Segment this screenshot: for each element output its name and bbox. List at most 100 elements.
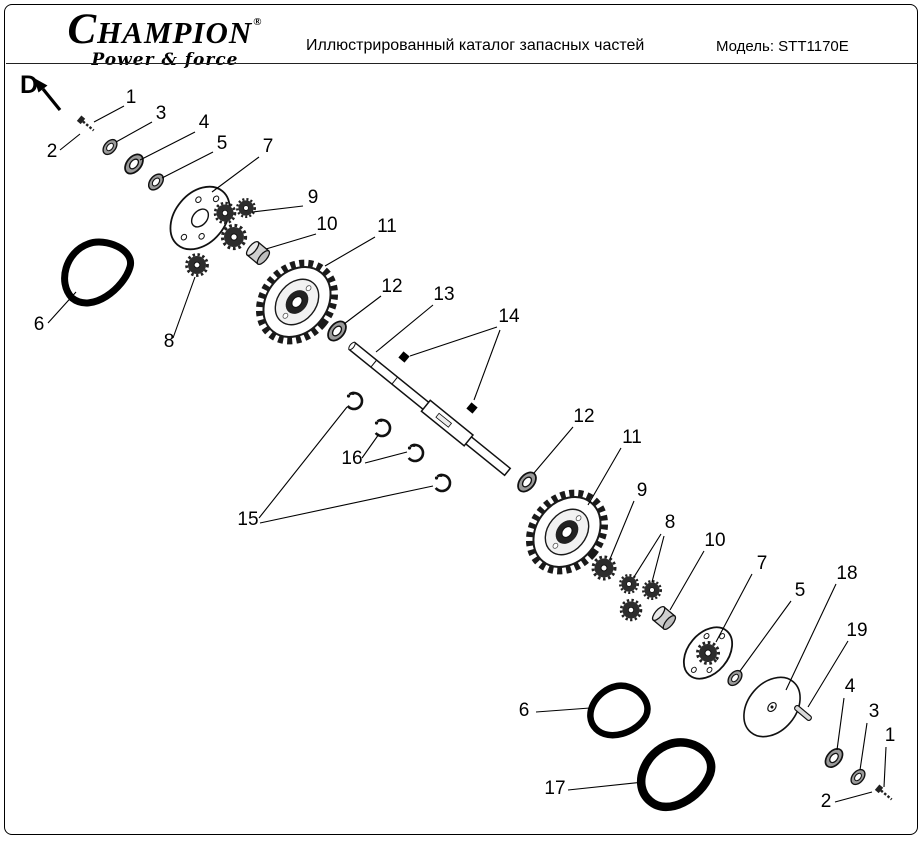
part-key-14-a (398, 351, 410, 363)
view-d-label: D (20, 71, 38, 99)
callout-leader-line (834, 791, 873, 803)
callout-leader-line (259, 485, 434, 524)
callout-label: 12 (381, 276, 402, 297)
part-bearing-4-bottom (821, 744, 847, 772)
callout-leader-line (739, 600, 792, 672)
callout-leader-line (715, 573, 753, 643)
part-spacer-10-left (243, 239, 273, 267)
callout-label: 1 (126, 87, 137, 108)
callout-label: 10 (704, 530, 725, 551)
callout-leader-line (633, 533, 662, 578)
callout-leader-line (651, 535, 665, 583)
callout-leader-line (59, 133, 81, 151)
callout-label: 11 (622, 427, 642, 448)
callout-label: 1 (885, 725, 896, 746)
callout-leader-line (161, 151, 214, 179)
part-shaft-13 (348, 341, 512, 477)
part-belt-6-left (61, 238, 134, 307)
callout-label: 12 (573, 406, 594, 427)
part-belt-17 (636, 738, 716, 812)
callout-label: 9 (637, 480, 648, 501)
part-key-14-b (466, 402, 478, 414)
registered-mark: ® (253, 16, 263, 28)
callout-leader-line (859, 722, 868, 771)
callout-leader-line (535, 707, 591, 713)
part-gear-8-right-b (642, 580, 662, 600)
part-bolt-top (75, 114, 98, 135)
callout-leader-line (567, 781, 645, 791)
brand-initial: C (67, 6, 98, 53)
part-pulley-disc-18 (743, 676, 801, 738)
callout-label: 8 (164, 331, 175, 352)
callout-leader-line (883, 746, 887, 788)
callout-leader-line (324, 236, 376, 267)
callout-label: 7 (757, 553, 768, 574)
callout-label: 7 (263, 136, 274, 157)
callout-leader-line (669, 550, 705, 611)
part-gear-9-left-c (220, 223, 248, 251)
part-circlip-16-a (369, 415, 395, 441)
part-washer-3-top (99, 136, 121, 158)
callout-leader-line (172, 276, 196, 339)
part-gear-8-right-a (619, 574, 639, 594)
part-pin-19 (794, 704, 812, 722)
model-label: Модель: STT1170E (716, 38, 849, 55)
callout-label: 4 (199, 112, 210, 133)
header-divider (6, 63, 918, 64)
part-flange-7-left (169, 185, 231, 251)
callout-label: 2 (821, 791, 832, 812)
callout-leader-line (785, 583, 837, 691)
callout-leader-line (533, 426, 574, 474)
callout-label: 5 (217, 133, 228, 154)
page-border (4, 4, 918, 835)
brand-rest: HAMPION (97, 15, 253, 50)
callout-leader-line (47, 291, 77, 324)
part-circlip-15-b (429, 470, 455, 496)
callout-leader-line (258, 406, 348, 519)
callout-leader-line (251, 205, 304, 213)
callout-label: 19 (846, 620, 867, 641)
callout-label: 8 (665, 512, 676, 533)
part-belt-6-right (587, 682, 651, 739)
callout-leader-line (139, 131, 196, 161)
callout-leader-line (473, 329, 501, 401)
part-washer-5-right (724, 667, 746, 689)
callout-leader-line (836, 697, 845, 751)
callout-leader-line (807, 640, 849, 708)
part-washer-5-top (145, 170, 167, 194)
part-bearing-4-top (120, 150, 148, 178)
callout-leader-line (343, 295, 382, 325)
part-gear-8-left (185, 253, 209, 277)
callout-label: 17 (544, 778, 565, 799)
callout-label: 11 (377, 216, 397, 237)
callout-leader-line (361, 433, 380, 459)
callout-leader-line (93, 105, 125, 123)
part-bearing-12-right (513, 468, 541, 496)
page-title: Иллюстрированный каталог запасных частей (306, 37, 645, 54)
callout-label: 6 (34, 314, 45, 335)
view-d-arrow-icon (34, 78, 62, 112)
part-gear-9-left-b (235, 197, 257, 219)
callout-label: 2 (47, 141, 58, 162)
callout-label: 18 (836, 563, 857, 584)
part-gear-9-right-b (619, 598, 643, 622)
part-spacer-10-right (649, 604, 679, 632)
part-washer-3-bottom (847, 766, 869, 788)
callout-leader-line (609, 500, 635, 560)
callout-leader-line (409, 326, 498, 357)
callout-label: 5 (795, 580, 806, 601)
callout-label: 16 (341, 448, 362, 469)
brand-name: CHAMPION® (56, 8, 274, 51)
callout-leader-line (375, 304, 434, 353)
part-gear-9-right (591, 555, 617, 581)
part-circlip-16-b (402, 440, 428, 466)
callout-leader-line (265, 233, 317, 250)
callout-leader-line (364, 451, 408, 464)
callout-label: 6 (519, 700, 530, 721)
brand-tagline: Power & force (91, 50, 239, 70)
part-bolt-bottom (873, 783, 896, 804)
callout-label: 9 (308, 187, 319, 208)
champion-logo: CHAMPION® Power & force (56, 8, 274, 69)
